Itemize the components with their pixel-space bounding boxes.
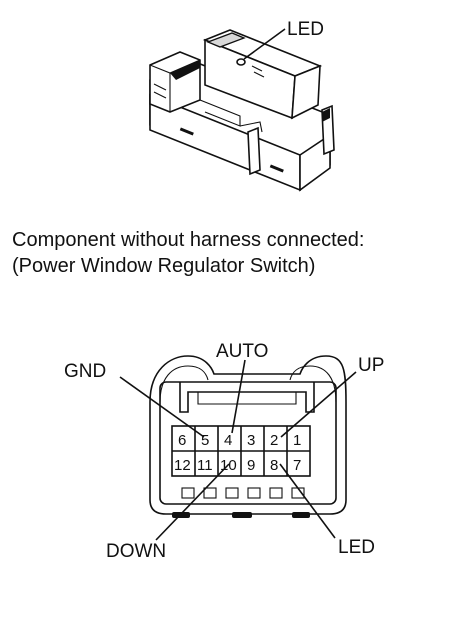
caption-line-2: (Power Window Regulator Switch) bbox=[12, 255, 316, 277]
switch-led-label: LED bbox=[287, 19, 324, 40]
label-led: LED bbox=[338, 537, 375, 558]
switch-illustration: LED bbox=[149, 19, 335, 192]
label-up: UP bbox=[358, 355, 384, 376]
label-down: DOWN bbox=[106, 541, 166, 562]
label-gnd: GND bbox=[64, 361, 106, 382]
pin-2: 2 bbox=[270, 432, 278, 449]
pin-8: 8 bbox=[270, 457, 278, 474]
pin-4: 4 bbox=[224, 432, 232, 449]
pin-5: 5 bbox=[201, 432, 209, 449]
pin-1: 1 bbox=[293, 432, 301, 449]
caption-line-1: Component without harness connected: bbox=[12, 229, 365, 251]
leader-lines bbox=[119, 359, 357, 541]
pin-11: 11 bbox=[197, 457, 213, 474]
label-auto: AUTO bbox=[216, 341, 268, 362]
connector-face bbox=[149, 355, 347, 518]
pin-7: 7 bbox=[293, 457, 301, 474]
pin-3: 3 bbox=[247, 432, 255, 449]
pin-6: 6 bbox=[178, 432, 186, 449]
pin-12: 12 bbox=[174, 457, 191, 474]
pin-9: 9 bbox=[247, 457, 255, 474]
pin-row-top: 6 5 4 3 2 1 bbox=[178, 432, 301, 449]
